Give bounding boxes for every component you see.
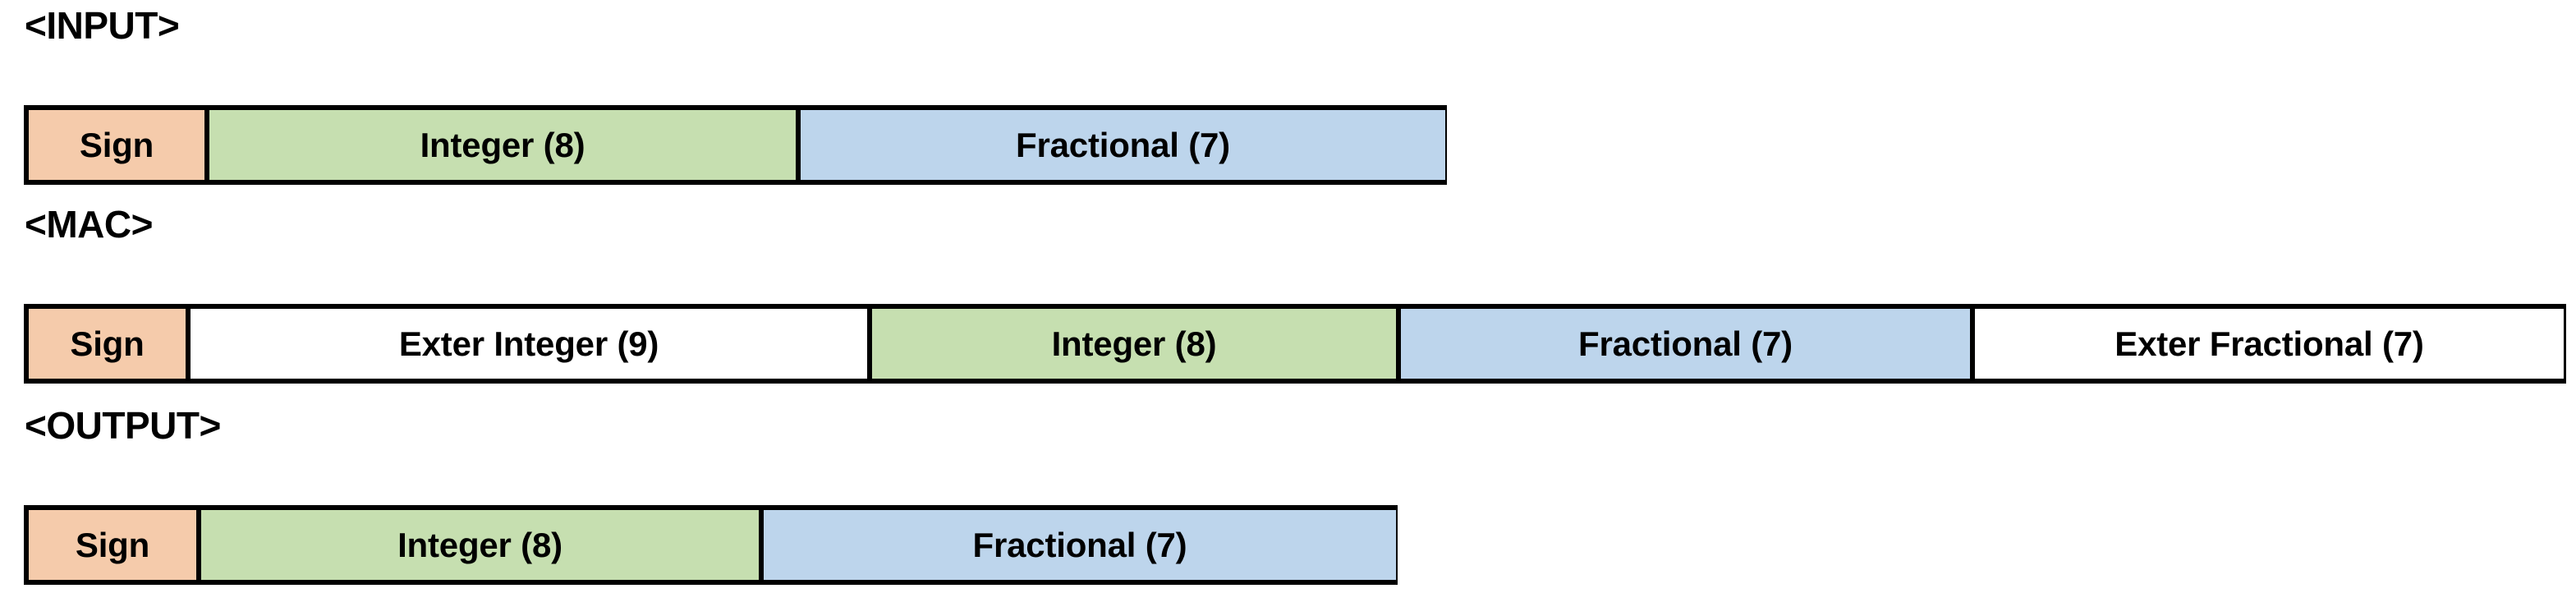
field-label-mac-sign: Sign	[70, 324, 145, 363]
field-label-mac-fractional: Fractional (7)	[1578, 324, 1793, 363]
field-cell-output-integer: Integer (8)	[201, 510, 764, 580]
field-label-output-sign: Sign	[75, 525, 150, 564]
section-label-input: <INPUT>	[25, 4, 180, 47]
field-label-input-fractional: Fractional (7)	[1016, 125, 1230, 164]
field-label-input-integer: Integer (8)	[420, 125, 585, 164]
field-label-output-fractional: Fractional (7)	[972, 525, 1187, 564]
field-cell-mac-fractional: Fractional (7)	[1401, 309, 1975, 379]
field-cell-output-sign: Sign	[29, 510, 201, 580]
field-cell-mac-exter-integer: Exter Integer (9)	[191, 309, 872, 379]
field-label-mac-exter-integer: Exter Integer (9)	[398, 324, 659, 363]
field-cell-mac-integer: Integer (8)	[872, 309, 1401, 379]
field-label-output-integer: Integer (8)	[397, 525, 562, 564]
field-label-mac-exter-fractional: Exter Fractional (7)	[2115, 324, 2424, 363]
field-cell-output-fractional: Fractional (7)	[764, 510, 1396, 580]
field-bar-mac: Sign Exter Integer (9) Integer (8) Fract…	[24, 304, 2566, 384]
field-label-mac-integer: Integer (8)	[1051, 324, 1217, 363]
field-bar-output: Sign Integer (8) Fractional (7)	[24, 505, 1398, 585]
section-label-mac: <MAC>	[25, 203, 153, 246]
section-label-output: <OUTPUT>	[25, 404, 221, 447]
field-cell-mac-exter-fractional: Exter Fractional (7)	[1975, 309, 2564, 379]
field-label-input-sign: Sign	[79, 125, 154, 164]
field-cell-input-integer: Integer (8)	[209, 110, 801, 180]
field-cell-mac-sign: Sign	[29, 309, 191, 379]
field-cell-input-sign: Sign	[29, 110, 209, 180]
field-cell-input-fractional: Fractional (7)	[801, 110, 1445, 180]
field-bar-input: Sign Integer (8) Fractional (7)	[24, 105, 1447, 185]
